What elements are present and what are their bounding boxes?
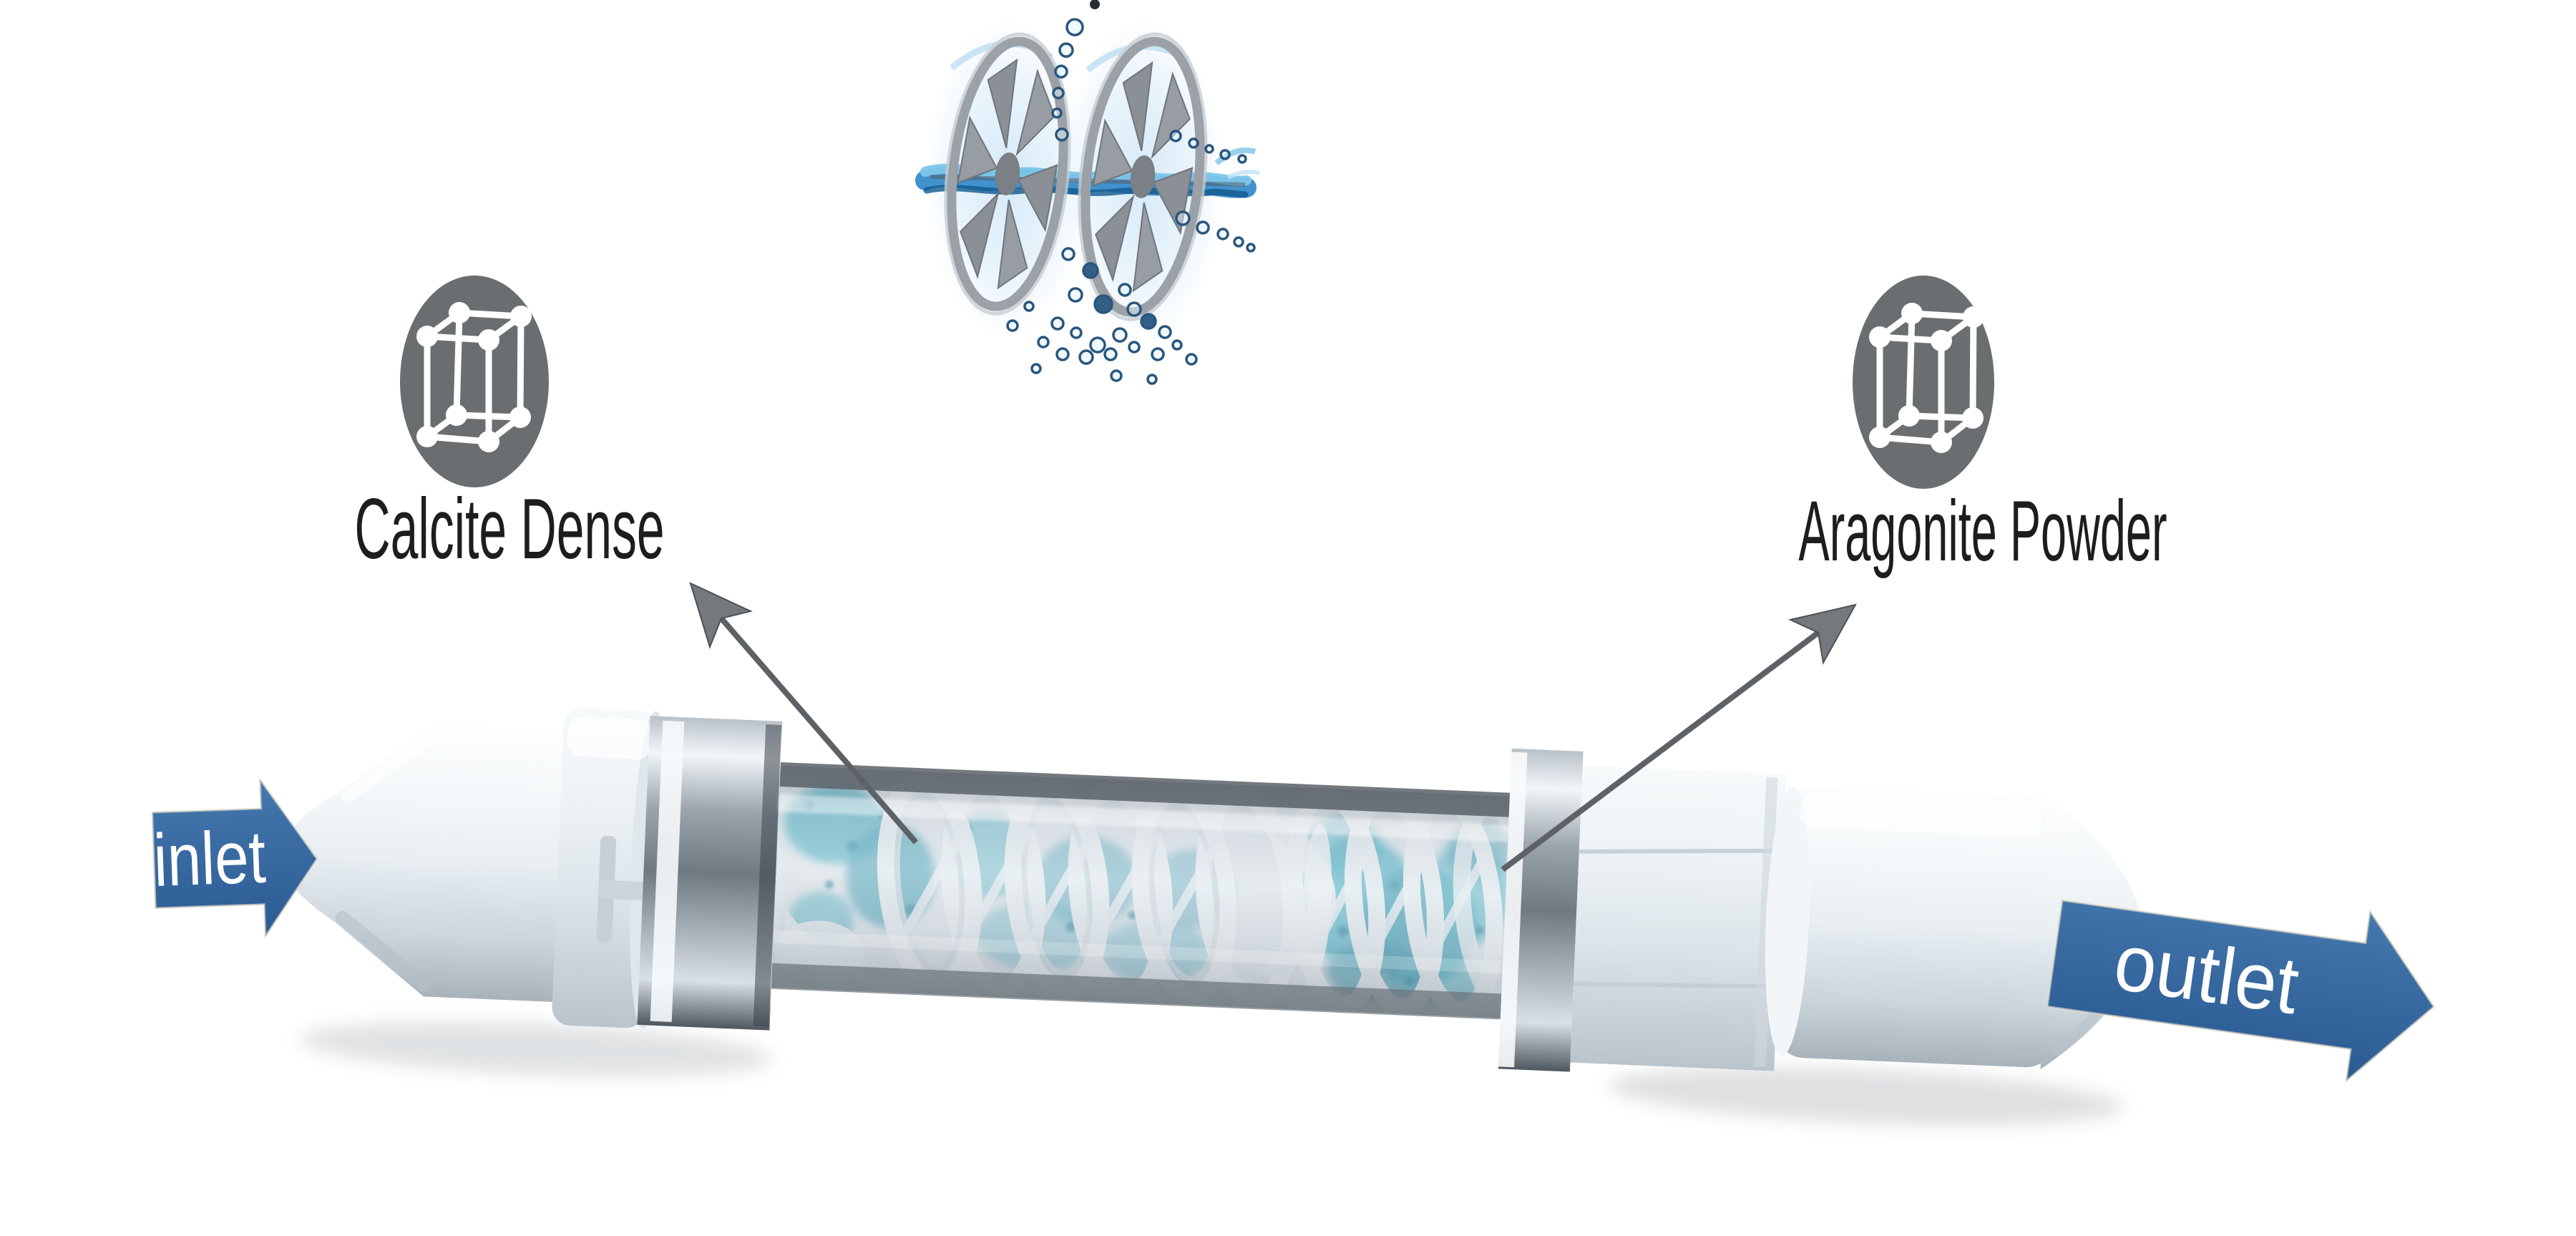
- inlet-label: inlet: [152, 816, 267, 902]
- aragonite-annotation-arrow: [1501, 603, 1857, 872]
- aragonite-crystal-lattice-icon: [1853, 276, 1994, 489]
- inlet-flow-arrow: inlet: [151, 775, 318, 940]
- left-impeller-wheel: [944, 32, 1071, 316]
- bubbles: [1006, 0, 1256, 385]
- glass-tube: [771, 761, 1511, 1020]
- aragonite-label: Aragonite Powder: [1798, 484, 2167, 579]
- calcite-crystal-lattice-icon: [400, 276, 549, 487]
- crystallization-filter-device: [281, 708, 2142, 1126]
- calcite-label: Calcite Dense: [354, 480, 664, 577]
- right-chrome-ring: [1498, 748, 1584, 1072]
- outlet-flow-arrow: outlet: [2046, 899, 2436, 1084]
- shadow: [1609, 1067, 2124, 1126]
- shadow: [300, 1021, 772, 1077]
- calcite-annotation-arrow: [689, 582, 919, 845]
- impeller-illustration: [915, 0, 1260, 385]
- inlet-end-cap: [281, 724, 571, 1003]
- left-chrome-ring: [637, 716, 783, 1031]
- right-collar: [1570, 765, 1787, 1071]
